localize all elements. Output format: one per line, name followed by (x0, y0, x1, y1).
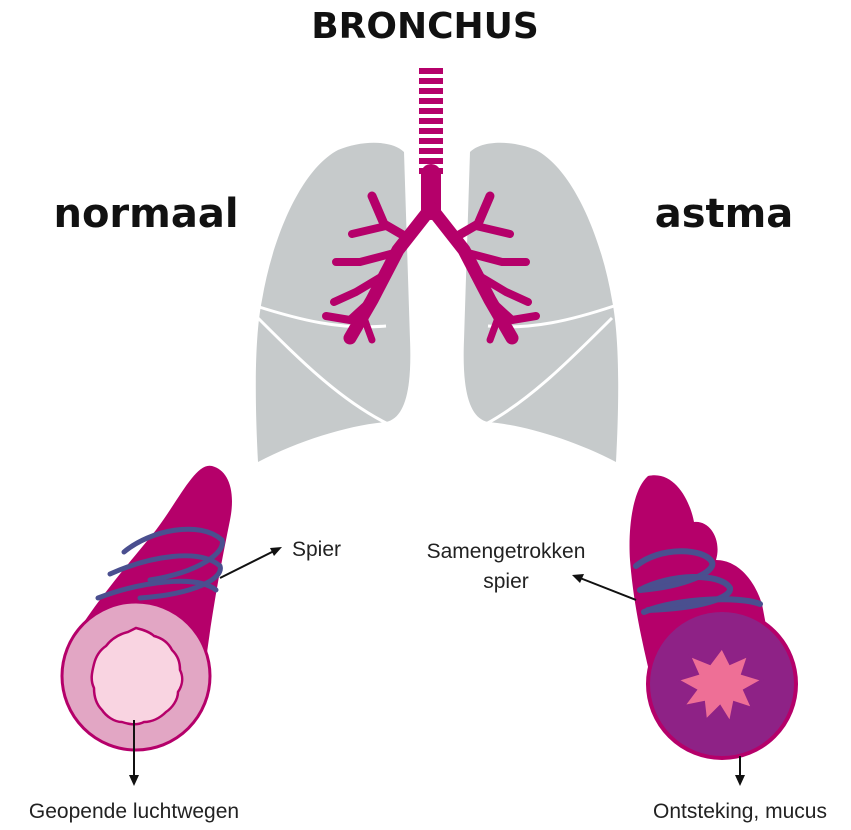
asthma-airway (572, 475, 796, 786)
label-contracted-muscle-line2: spier (483, 570, 529, 593)
label-contracted-muscle-line1: Samengetrokken (427, 540, 586, 563)
label-muscle: Spier (292, 538, 341, 561)
diagram-title: BRONCHUS (311, 6, 539, 47)
normal-airway (62, 466, 282, 786)
heading-normal: normaal (53, 191, 238, 237)
label-inflammation: Ontsteking, mucus (653, 800, 827, 823)
heading-asthma: astma (655, 191, 794, 237)
label-open-airways: Geopende luchtwegen (29, 800, 239, 823)
trachea-rings (419, 68, 443, 174)
